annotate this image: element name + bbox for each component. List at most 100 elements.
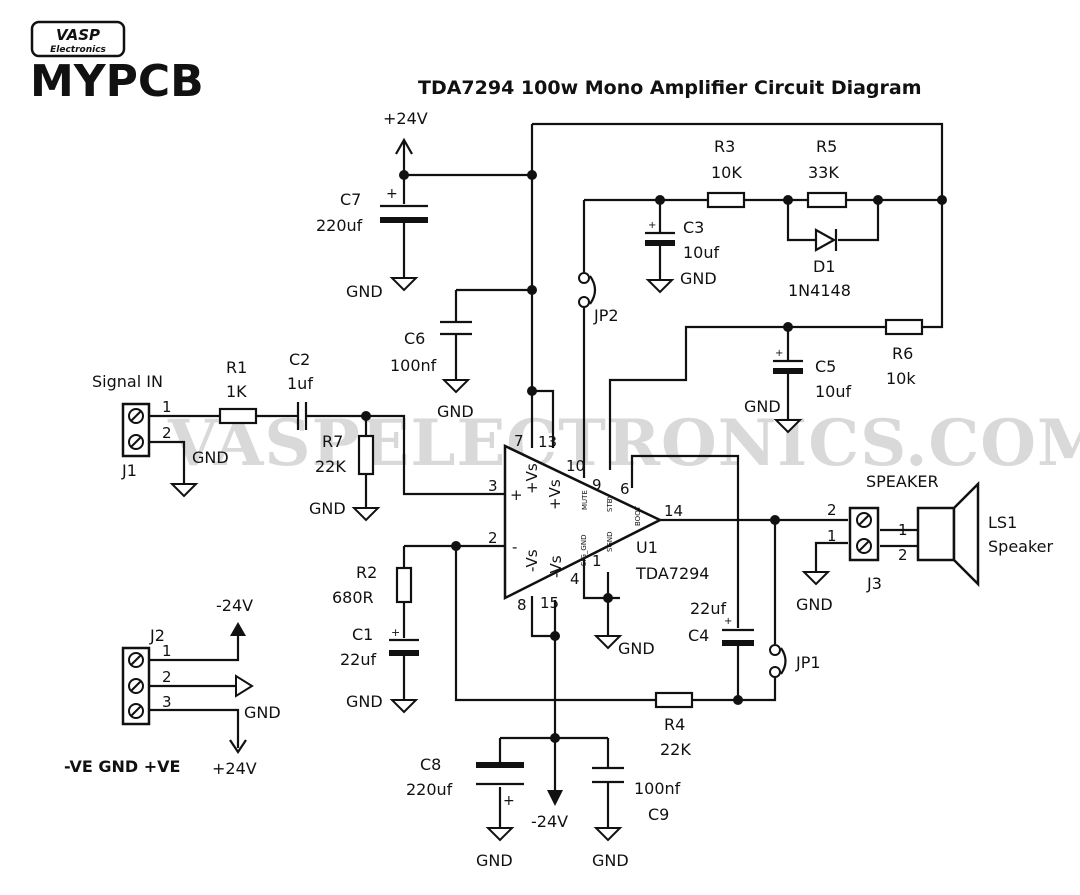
speaker-cone (952, 480, 980, 588)
jp1-bridge (780, 647, 787, 675)
c8-ref: C8 (420, 755, 441, 774)
j2-pin-2: 2 (162, 668, 172, 686)
gnd-j3: GND (796, 571, 833, 614)
j1-connector: Signal IN J1 1 2 (92, 372, 172, 480)
j2-gnd-label: GND (244, 703, 281, 722)
resistor-r2: R2 680R (332, 563, 413, 607)
r1-ref: R1 (226, 358, 247, 377)
jp1-ref: JP1 (795, 653, 821, 672)
ground-icon (645, 279, 675, 294)
pin-6: 6 (620, 480, 630, 498)
ground-icon (351, 507, 381, 522)
jp2-pad-1 (578, 272, 590, 284)
capacitor-c6: C6 100nf (390, 320, 472, 375)
logo-brand: MYPCB (30, 56, 204, 107)
resistor-r5: R5 33K (806, 137, 848, 209)
resistor-r1: R1 1K (218, 358, 258, 425)
ls1-pin-1: 1 (898, 521, 908, 539)
pin-label-sgnd: SGND (606, 532, 614, 553)
j1-screw-slot-1 (130, 410, 142, 422)
capacitor-c7: + C7 220uf (316, 186, 428, 235)
r6-body (884, 318, 924, 336)
j3-connector: SPEAKER J3 2 1 (827, 472, 939, 593)
wires (150, 122, 944, 828)
gnd-c1: GND (346, 692, 419, 714)
resistor-r6: R6 10k (884, 318, 924, 388)
arrow-up-solid-icon (230, 622, 246, 636)
capacitor-c2: C2 1uf (287, 350, 313, 430)
pin-8: 8 (517, 596, 527, 614)
j3-ref: J3 (866, 574, 882, 593)
jp2-pad-2 (578, 296, 590, 308)
pin-label-pvs1: +Vs (523, 463, 541, 494)
ground-icon (441, 379, 471, 394)
r5-value: 33K (808, 163, 839, 182)
junction-dot (527, 386, 537, 396)
c1-value: 22uf (340, 650, 377, 669)
gnd-label: GND (192, 448, 229, 467)
r3-ref: R3 (714, 137, 735, 156)
gnd-label: GND (309, 499, 346, 518)
j2-screw-slot-1 (130, 654, 142, 666)
arrow-down-open-icon (229, 739, 247, 754)
c7-ref: C7 (340, 190, 361, 209)
gnd-c8: GND (476, 827, 515, 870)
pin-label-boot: BOOT (634, 505, 642, 526)
gnd-c5: GND (744, 397, 803, 434)
j2-pin-3: 3 (162, 693, 172, 711)
pin-13: 13 (538, 433, 557, 451)
watermark: VASPELECTRONICS.COM (167, 406, 1080, 481)
u1-part: TDA7294 (635, 564, 709, 583)
c9-value: 100nf (634, 779, 681, 798)
u1-ref: U1 (636, 538, 658, 557)
j1-pin-2: 2 (162, 424, 172, 442)
resistor-r7: R7 22K (315, 432, 375, 476)
pin-9: 9 (592, 476, 602, 494)
resistor-r3: R3 10K (706, 137, 746, 209)
ground-icon (593, 635, 623, 650)
jumper-jp2: JP2 (578, 272, 619, 325)
junction-dot (527, 285, 537, 295)
j1-name: Signal IN (92, 372, 163, 391)
gnd-sgnd: GND (593, 635, 655, 658)
junctions (361, 170, 947, 743)
brand-logo: VASP Electronics MYPCB (30, 20, 204, 107)
r1-body (218, 407, 258, 425)
capacitor-c1: + C1 22uf (340, 625, 419, 669)
capacitor-c8: + C8 220uf (406, 755, 524, 809)
r4-body (654, 691, 694, 709)
junction-dot (527, 170, 537, 180)
j1-ref: J1 (121, 461, 137, 480)
c4-ref: C4 (688, 626, 709, 645)
c3-ref: C3 (683, 218, 704, 237)
pin-1: 1 (592, 552, 602, 570)
opamp-triangle (503, 444, 663, 601)
jp2-bridge (589, 275, 597, 305)
j2-connector: J2 1 2 3 -VE GND +VE -24V GND +24V (64, 596, 281, 778)
gnd-label: GND (346, 692, 383, 711)
pin-label-sig-gnd: SIG_GND (580, 535, 588, 566)
r5-body (806, 191, 848, 209)
j3-name: SPEAKER (866, 472, 939, 491)
speaker-ls1: 1 2 LS1 Speaker (898, 480, 1054, 588)
junction-dot (783, 322, 793, 332)
gnd-flag-icon (235, 674, 254, 698)
r2-body (395, 566, 413, 604)
c1-polarity: + (391, 626, 400, 639)
pin-label-pvs2: +Vs (546, 479, 564, 510)
gnd-c7: GND (346, 277, 419, 301)
junction-dot (451, 541, 461, 551)
capacitor-c4: + 22uf C4 (688, 599, 754, 646)
junction-dot (550, 631, 560, 641)
pin-14: 14 (664, 502, 683, 520)
r6-value: 10k (886, 369, 916, 388)
gnd-label: GND (744, 397, 781, 416)
arrow-down-icon (547, 790, 563, 806)
ground-icon (801, 571, 831, 586)
ls1-pin-2: 2 (898, 546, 908, 564)
c2-ref: C2 (289, 350, 310, 369)
c9-ref: C9 (648, 805, 669, 824)
ic-u1: 7 13 10 9 6 14 3 2 4 1 8 15 + - +Vs +Vs … (488, 432, 709, 614)
r3-body (706, 191, 746, 209)
